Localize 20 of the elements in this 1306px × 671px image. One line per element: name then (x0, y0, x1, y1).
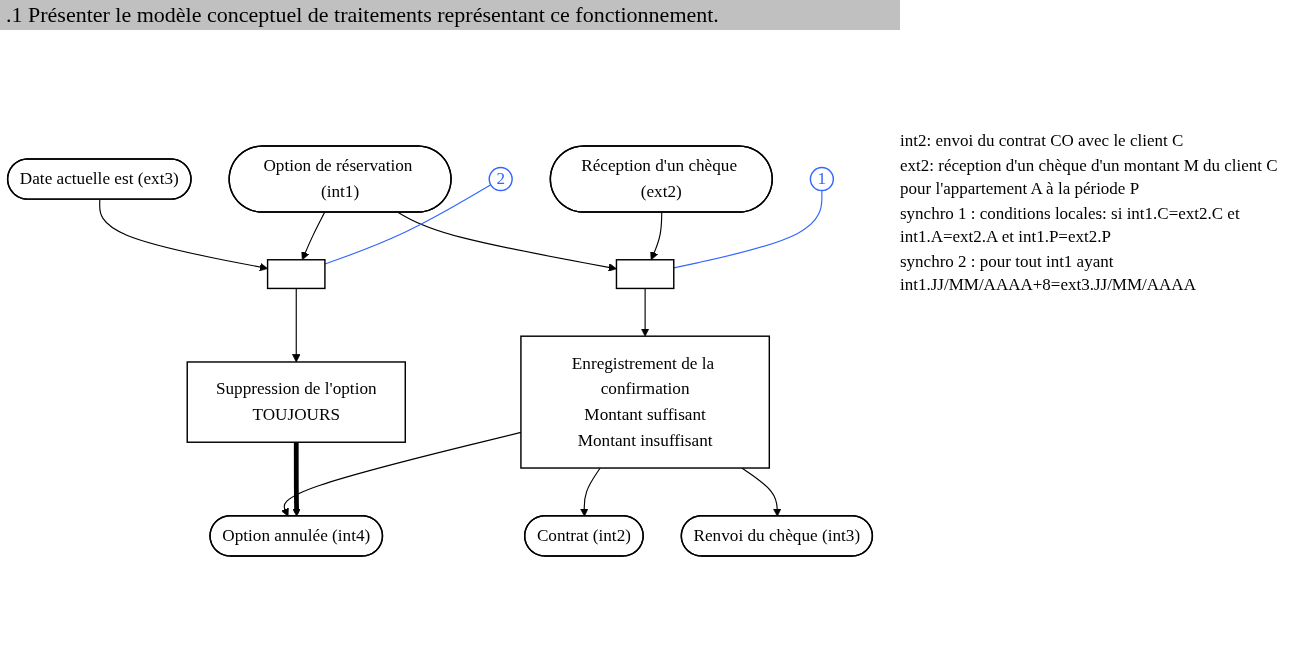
section-heading: .1 Présenter le modèle conceptuel de traitements représentant ce fonctionnement. (0, 0, 900, 30)
arrow (99, 199, 268, 272)
node-circle: 1 (809, 166, 835, 192)
arrow (397, 211, 617, 272)
node-box (266, 259, 326, 290)
node-box (615, 259, 675, 290)
arrow (580, 467, 601, 517)
connector (673, 189, 823, 269)
note-text: int2: envoi du contrat CO avec le client C (900, 130, 1185, 152)
node-circle: 2 (488, 166, 513, 192)
arrow (640, 287, 650, 337)
arrow (292, 442, 301, 517)
note-text: synchro 2 : pour tout int1 ayant int1.JJ/MM/AAAA+8=ext3.JJ/MM/AAAA (900, 250, 1197, 296)
arrow (301, 211, 326, 261)
connector (324, 184, 492, 265)
arrow (292, 287, 301, 363)
arrow (741, 467, 782, 517)
arrow (650, 211, 663, 261)
node-box: Suppression de l'option TOUJOURS (186, 361, 406, 443)
node-box: Enregistrement de la confirmation Montant suffisant Montant insuffisant (520, 335, 770, 469)
